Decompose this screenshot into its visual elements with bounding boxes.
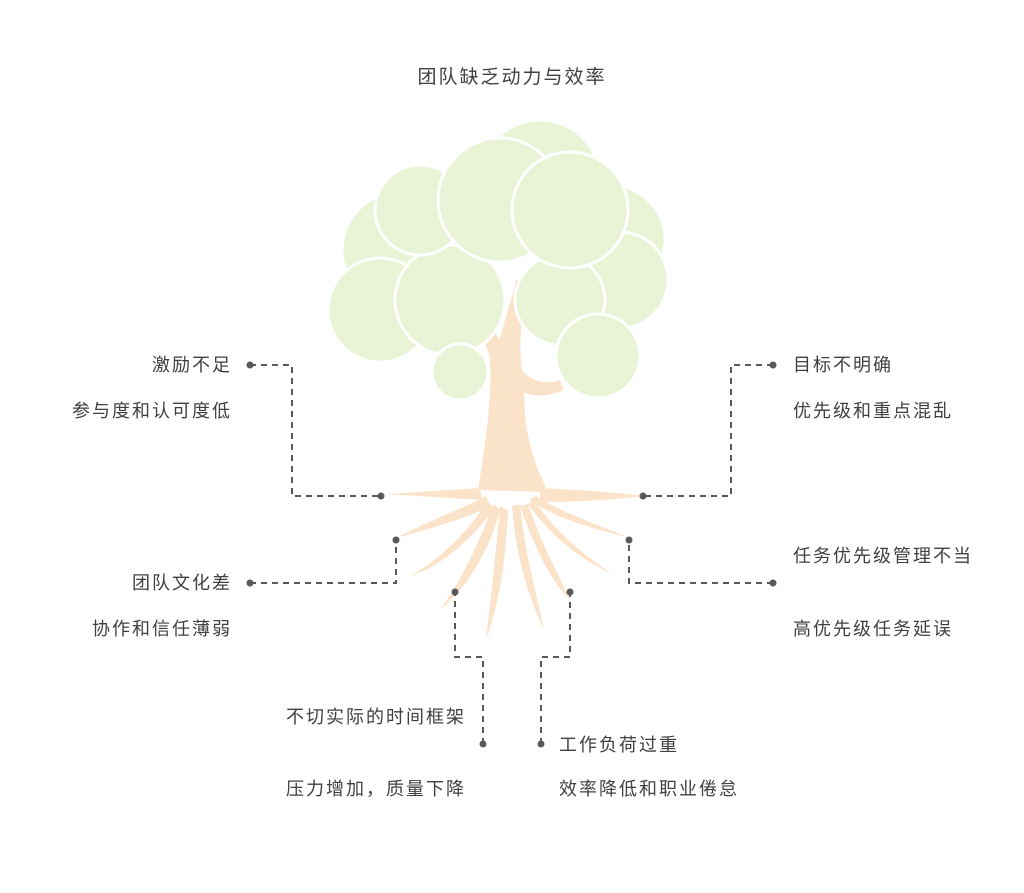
- cause-priority-label: 任务优先级管理不当: [793, 546, 973, 567]
- cause-culture-label: 团队文化差: [132, 573, 232, 594]
- cause-culture-detail: 协作和信任薄弱: [92, 619, 232, 640]
- connectors: [250, 364, 773, 744]
- connector-motivation: [250, 364, 381, 497]
- connector-goals: [643, 364, 773, 497]
- cause-motivation-label: 激励不足: [152, 355, 232, 376]
- cause-goals-detail: 优先级和重点混乱: [793, 401, 953, 422]
- cause-timeline-label: 不切实际的时间框架: [286, 707, 466, 728]
- connector-timeline: [454, 592, 484, 744]
- diagram-title: 团队缺乏动力与效率: [417, 66, 607, 88]
- cause-workload-label: 工作负荷过重: [559, 735, 679, 756]
- tree-trunk-and-roots: [384, 280, 645, 640]
- tree-canopy: [326, 118, 670, 402]
- cause-workload-detail: 效率降低和职业倦怠: [559, 779, 739, 800]
- connector-culture: [250, 540, 397, 584]
- connector-priority: [628, 540, 773, 584]
- cause-motivation-detail: 参与度和认可度低: [72, 401, 232, 422]
- cause-goals-label: 目标不明确: [793, 355, 893, 376]
- connector-workload: [540, 592, 571, 744]
- connector-dots: [246, 361, 777, 748]
- cause-priority-detail: 高优先级任务延误: [793, 619, 953, 640]
- cause-timeline-detail: 压力增加，质量下降: [286, 779, 466, 800]
